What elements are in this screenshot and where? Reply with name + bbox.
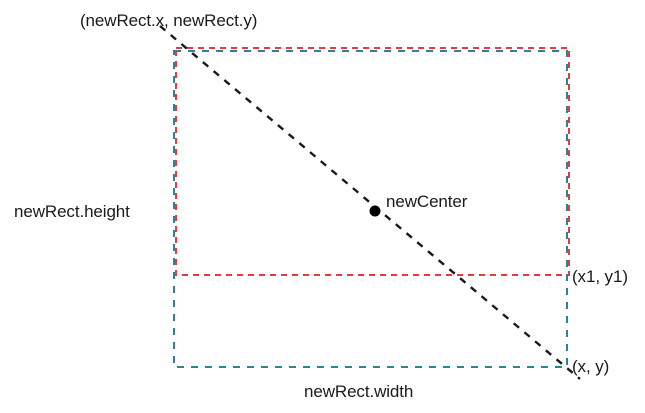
label-point-x-y: (x, y)	[572, 357, 610, 376]
label-newrect-origin: (newRect.x, newRect.y)	[80, 11, 258, 30]
label-point-x1-y1: (x1, y1)	[572, 267, 628, 286]
label-newrect-height: newRect.height	[14, 202, 130, 221]
teal-dashed-rectangle	[173, 50, 568, 368]
red-dashed-rectangle	[175, 47, 570, 276]
center-point-marker	[369, 205, 381, 217]
label-newcenter: newCenter	[386, 192, 468, 211]
diagonal-dashed-line	[159, 25, 581, 380]
label-newrect-width: newRect.width	[304, 382, 414, 401]
